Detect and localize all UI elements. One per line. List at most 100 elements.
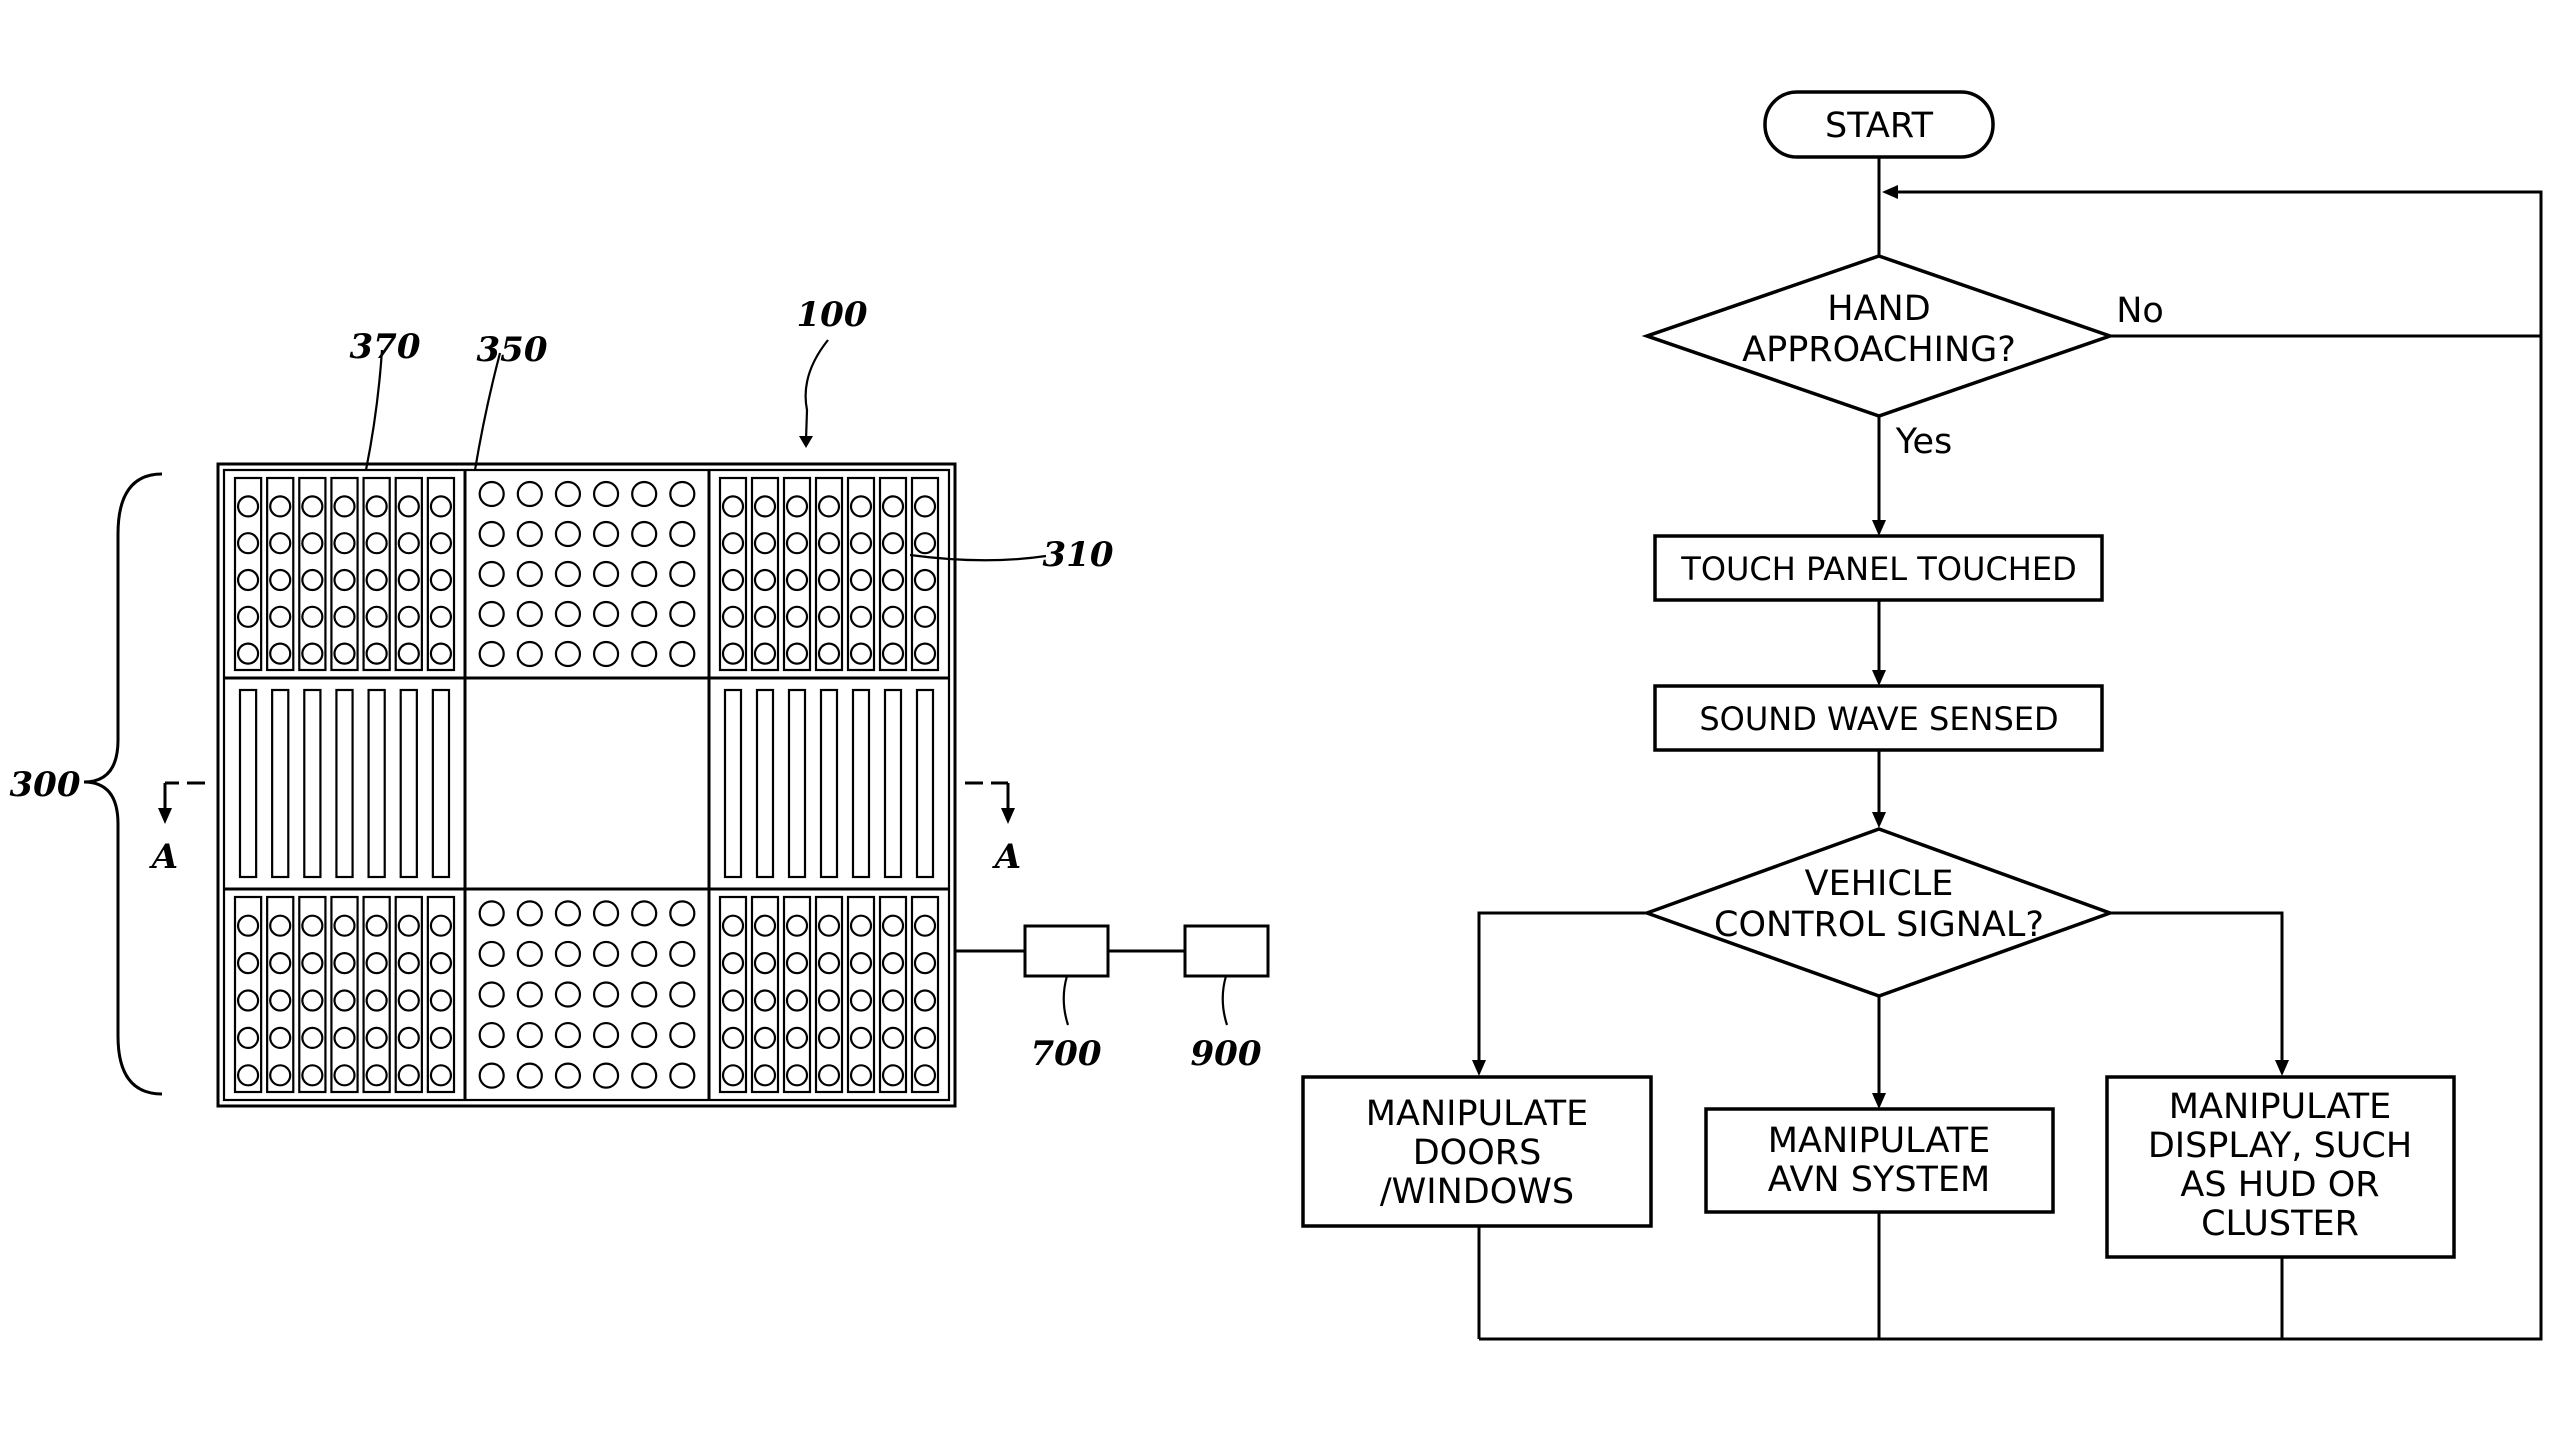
flow-arrow-mid-icon — [1872, 1093, 1886, 1109]
sensor-node — [594, 522, 618, 546]
sensor-electrode-strip — [725, 690, 741, 877]
flow-out-avn-line1: MANIPULATE — [1768, 1121, 1990, 1161]
sensor-node — [755, 1028, 775, 1048]
sensor-electrode-strip — [853, 690, 869, 877]
sensor-node — [302, 533, 322, 553]
flowchart: START HAND APPROACHING? No Yes TOUCH PAN… — [1303, 92, 2541, 1339]
sensor-node — [335, 570, 355, 590]
sensor-node — [238, 916, 258, 936]
sensor-node — [335, 1065, 355, 1085]
sensor-node — [556, 942, 580, 966]
sensor-node — [915, 1065, 935, 1085]
flow-out-avn-line2: AVN SYSTEM — [1768, 1160, 1990, 1200]
sensor-node — [819, 570, 839, 590]
box-700 — [1025, 926, 1108, 976]
sensor-node — [367, 570, 387, 590]
section-label-right: A — [992, 837, 1021, 877]
sensor-node — [302, 496, 322, 516]
sensor-node — [787, 533, 807, 553]
sensor-node — [915, 644, 935, 664]
flow-no-label: No — [2116, 291, 2164, 331]
sensor-node — [723, 1028, 743, 1048]
sensor-node — [787, 953, 807, 973]
sensor-node — [270, 1065, 290, 1085]
sensor-node — [594, 642, 618, 666]
sensor-node — [238, 1065, 258, 1085]
sensor-node — [594, 602, 618, 626]
flow-line-d2-right — [2110, 913, 2282, 1060]
sensor-node — [594, 482, 618, 506]
sensor-node — [302, 570, 322, 590]
sensor-node — [819, 607, 839, 627]
sensor-node — [883, 607, 903, 627]
sensor-electrode-strip — [917, 690, 933, 877]
sensor-node — [632, 602, 656, 626]
sensor-node — [883, 1065, 903, 1085]
sensor-node — [594, 562, 618, 586]
sensor-node — [851, 1065, 871, 1085]
sensor-node — [594, 1023, 618, 1047]
sensor-node — [399, 991, 419, 1011]
sensor-node — [238, 644, 258, 664]
section-arrow-left-icon — [158, 808, 172, 824]
sensor-node — [518, 522, 542, 546]
flow-line-d2-left — [1479, 913, 1647, 1060]
sensor-electrode-strip — [789, 690, 805, 877]
sensor-node — [431, 496, 451, 516]
sensor-node — [556, 983, 580, 1007]
sensor-node — [632, 642, 656, 666]
sensor-node — [556, 901, 580, 925]
sensor-electrode-strip — [401, 690, 417, 877]
ref-700: 700 — [1031, 1034, 1102, 1074]
flow-arrow-left-icon — [1472, 1060, 1486, 1076]
sensor-node — [755, 570, 775, 590]
sensor-electrode-strip — [272, 690, 288, 877]
sensor-node — [883, 953, 903, 973]
sensor-node — [399, 607, 419, 627]
sensor-node — [851, 496, 871, 516]
sensor-electrode-strip — [757, 690, 773, 877]
sensor-node — [670, 562, 694, 586]
ref-350: 350 — [477, 330, 548, 370]
sensor-node — [270, 916, 290, 936]
sensor-node — [556, 642, 580, 666]
sensor-node — [399, 533, 419, 553]
sensor-node — [480, 1064, 504, 1088]
sensor-node — [632, 482, 656, 506]
sensor-node — [851, 1028, 871, 1048]
sensor-node — [851, 644, 871, 664]
sensor-node — [480, 602, 504, 626]
sensor-node — [819, 644, 839, 664]
sensor-node — [915, 496, 935, 516]
sensor-node — [556, 522, 580, 546]
sensor-node — [270, 607, 290, 627]
sensor-node — [723, 607, 743, 627]
sensor-node — [431, 916, 451, 936]
sensor-node — [883, 533, 903, 553]
sensor-node — [787, 1065, 807, 1085]
sensor-node — [819, 1065, 839, 1085]
sensor-node — [883, 644, 903, 664]
panel-outer-frame — [218, 464, 955, 1106]
leader-350 — [475, 353, 500, 470]
sensor-node — [556, 1064, 580, 1088]
sensor-node — [632, 983, 656, 1007]
sensor-node — [787, 991, 807, 1011]
sensor-node — [238, 991, 258, 1011]
sensor-node — [787, 496, 807, 516]
sensor-node — [367, 644, 387, 664]
sensor-node — [367, 496, 387, 516]
sensor-node — [399, 644, 419, 664]
leader-700 — [1064, 976, 1068, 1025]
sensor-node — [632, 901, 656, 925]
sensor-node — [367, 916, 387, 936]
sensor-node — [851, 533, 871, 553]
sensor-node — [270, 496, 290, 516]
sensor-node — [270, 570, 290, 590]
sensor-node — [238, 496, 258, 516]
sensor-node — [367, 1028, 387, 1048]
box-900 — [1185, 926, 1268, 976]
sensor-node — [518, 901, 542, 925]
sensor-node — [632, 1023, 656, 1047]
